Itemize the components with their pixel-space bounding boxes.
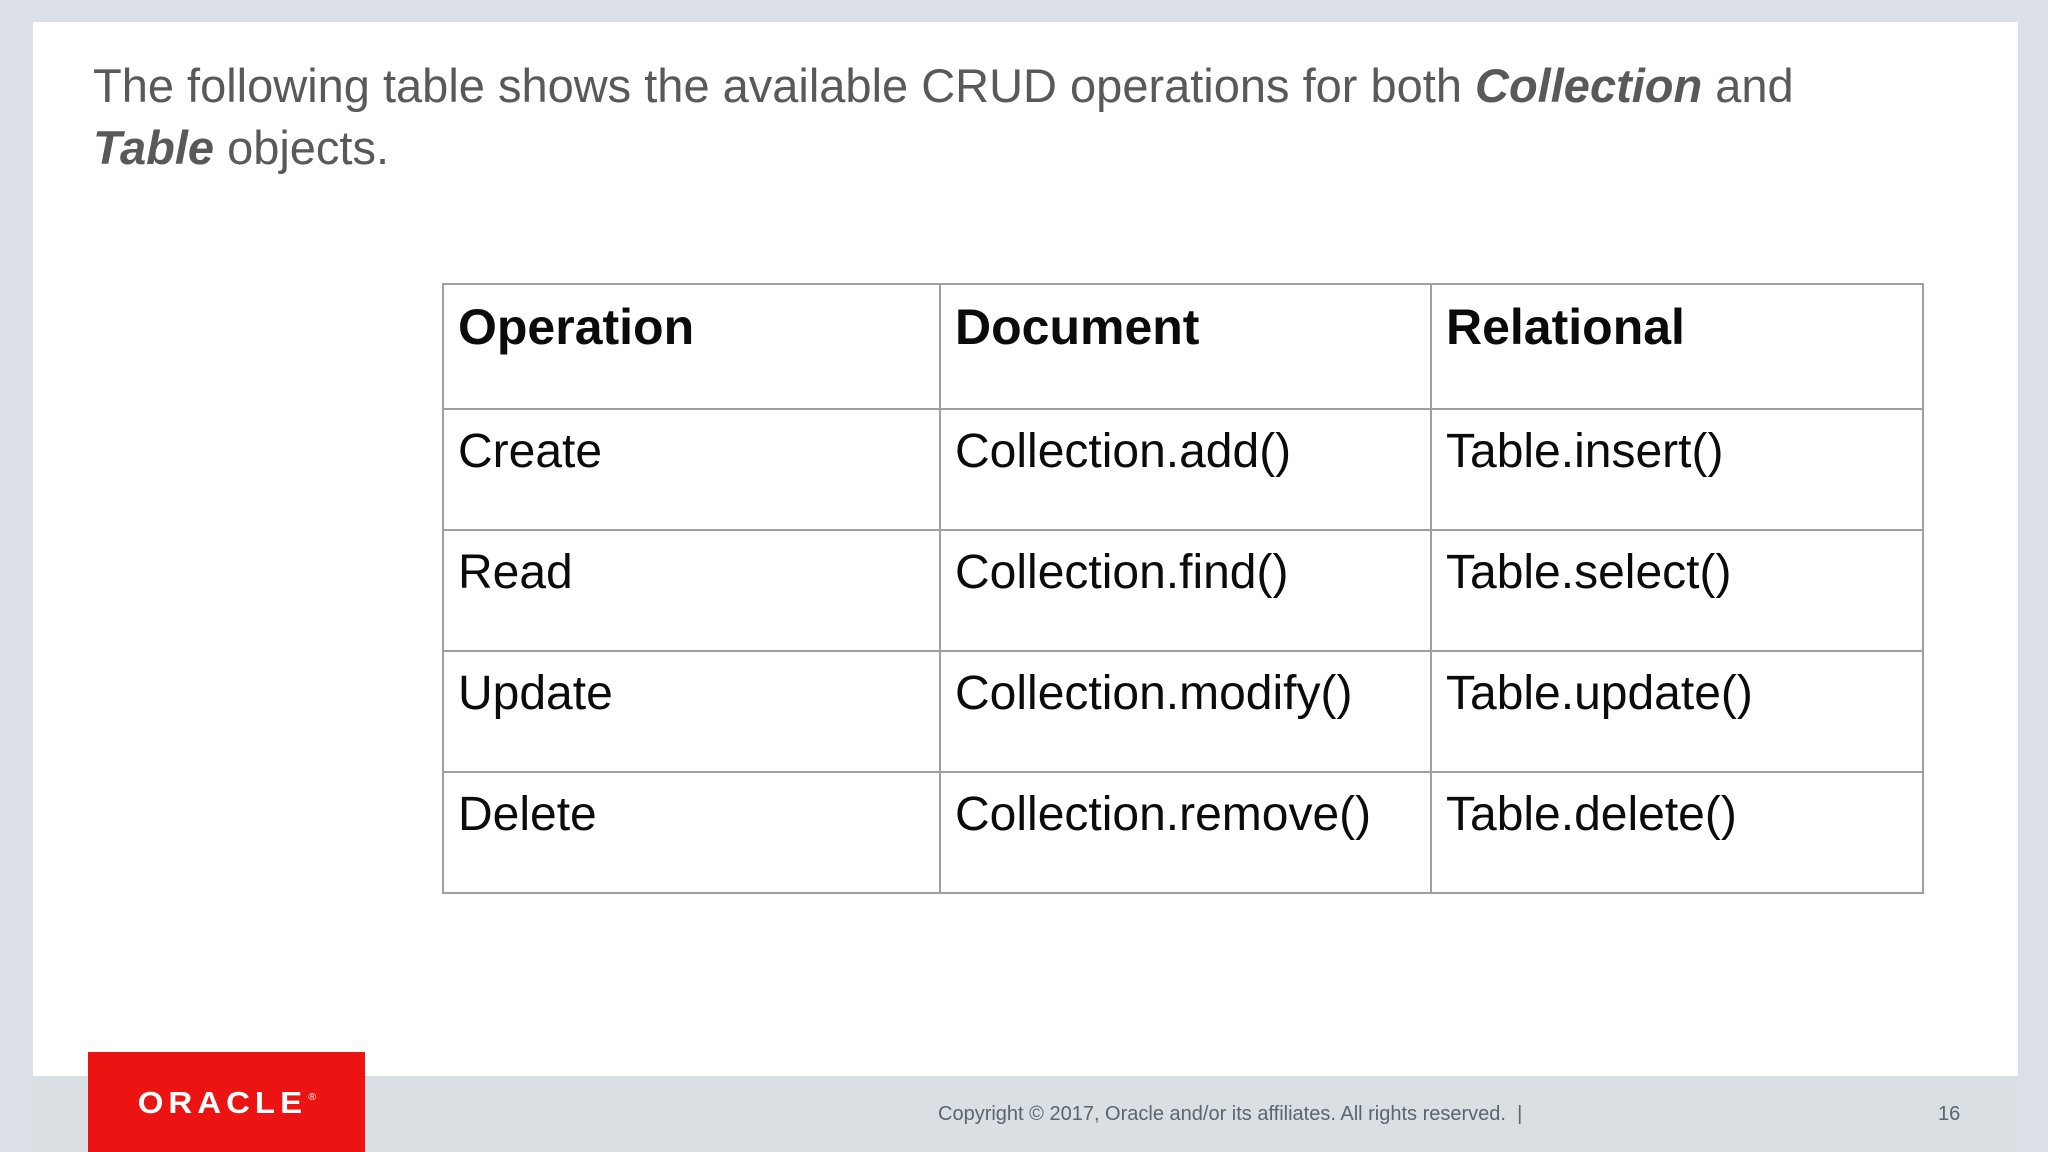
table-cell: Collection.modify()	[939, 650, 1432, 773]
page-number: 16	[1938, 1103, 1961, 1125]
table-cell: Table.delete()	[1430, 771, 1924, 894]
oracle-logo: ORACLE®	[88, 1052, 365, 1152]
title-segment: objects.	[214, 121, 390, 174]
table-cell: Table.insert()	[1430, 408, 1924, 531]
table-cell: Collection.remove()	[939, 771, 1432, 894]
column-header-operation: Operation	[442, 283, 941, 410]
table-cell: Create	[442, 408, 941, 531]
title-emphasis-collection: Collection	[1475, 59, 1703, 112]
table-cell: Collection.add()	[939, 408, 1432, 531]
table-cell: Update	[442, 650, 941, 773]
title-segment: The following table shows the available …	[93, 59, 1476, 112]
oracle-logo-text: ORACLE®	[137, 1084, 317, 1120]
table-cell: Table.update()	[1430, 650, 1924, 773]
column-header-relational: Relational	[1430, 283, 1924, 410]
title-emphasis-table: Table	[93, 121, 215, 174]
table-cell: Delete	[442, 771, 941, 894]
slide-title: The following table shows the available …	[93, 55, 1993, 179]
table-cell: Collection.find()	[939, 529, 1432, 652]
copyright-text: Copyright © 2017, Oracle and/or its affi…	[938, 1103, 1523, 1125]
registered-trademark-icon: ®	[308, 1091, 317, 1103]
table-cell: Read	[442, 529, 941, 652]
table-cell: Table.select()	[1430, 529, 1924, 652]
title-segment: and	[1702, 59, 1794, 112]
column-header-document: Document	[939, 283, 1432, 410]
table-header-row: Operation Document Relational	[442, 283, 1924, 410]
